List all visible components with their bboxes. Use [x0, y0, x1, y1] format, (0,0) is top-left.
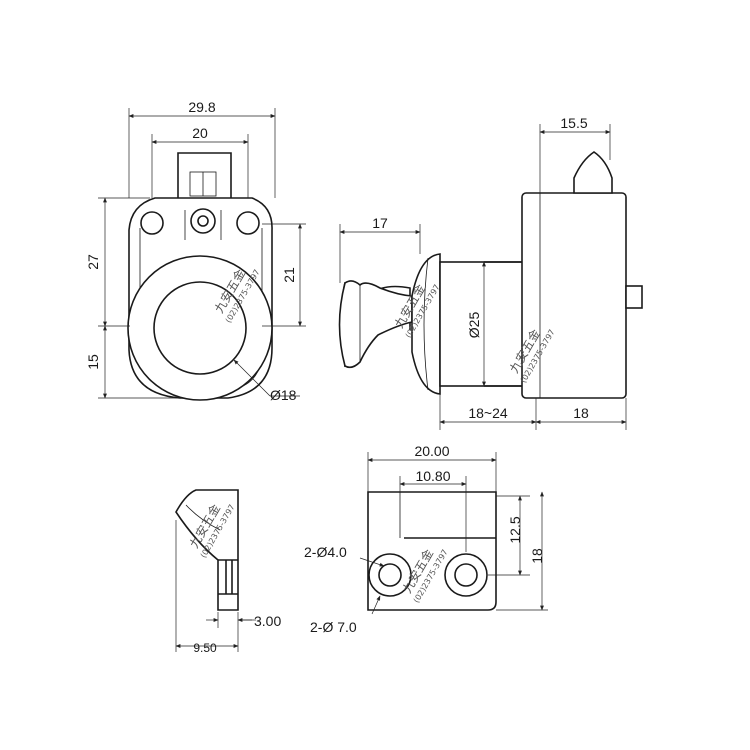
- dim-hole-large: 2-Ø 7.0: [310, 619, 357, 635]
- dim-front-diameter: Ø18: [270, 387, 297, 403]
- dim-side-diameter: Ø25: [466, 312, 482, 339]
- front-view: 29.8 20 27 15 21 Ø18 九安五金 (02)2375-3797: [85, 99, 306, 403]
- dim-plate-width: 20.00: [414, 443, 449, 459]
- dim-plate-inner: 10.80: [415, 468, 450, 484]
- dim-plate-height-upper: 12.5: [507, 516, 523, 543]
- dim-bracket-width: 9.50: [193, 641, 217, 655]
- bracket-view: 9.50 3.00 九安五金 (02)2375-3797: [175, 489, 281, 655]
- dim-front-inner-width: 20: [192, 125, 208, 141]
- plate-view: 20.00 10.80 12.5 18 2-Ø4.0 2-Ø 7.0 九安五金 …: [304, 443, 548, 635]
- dim-plate-height: 18: [529, 548, 545, 564]
- dim-side-base: 18: [573, 405, 589, 421]
- dim-front-height-lower: 15: [85, 354, 101, 370]
- dim-side-knob-length: 17: [372, 215, 388, 231]
- dim-hole-small: 2-Ø4.0: [304, 544, 347, 560]
- dim-front-height-upper: 27: [85, 254, 101, 270]
- dim-side-range: 18~24: [468, 405, 508, 421]
- dim-front-right-height: 21: [281, 267, 297, 283]
- dim-side-top-width: 15.5: [560, 115, 587, 131]
- dim-front-width: 29.8: [188, 99, 215, 115]
- dim-bracket-thickness: 3.00: [254, 613, 281, 629]
- side-view: 17 15.5 Ø25 18~24 18 九安五金 (02)2375-3797 …: [338, 115, 643, 430]
